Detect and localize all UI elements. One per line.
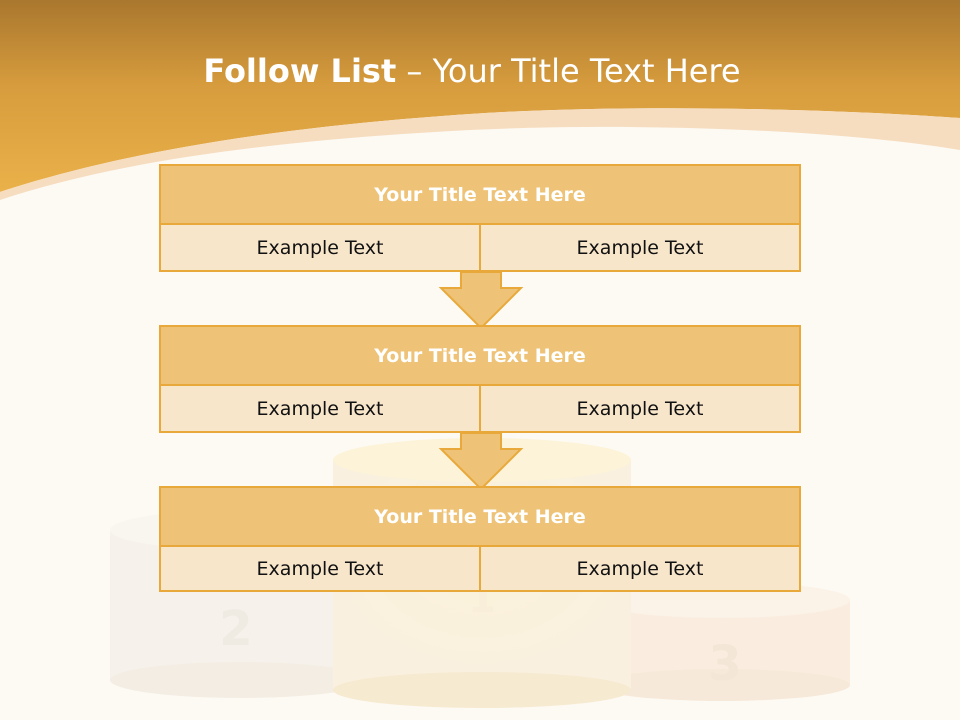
down-arrow-icon: [438, 432, 524, 491]
slide-title: Follow List – Your Title Text Here: [0, 52, 944, 90]
step-title-1: Your Title Text Here: [161, 166, 799, 225]
header-band: [0, 0, 960, 192]
step-block-2: Your Title Text Here Example Text Exampl…: [159, 325, 801, 433]
step-2-right-text: Example Text: [479, 386, 799, 431]
podium-label-2: 2: [219, 601, 252, 657]
step-3-right-text: Example Text: [479, 547, 799, 590]
step-title-2: Your Title Text Here: [161, 327, 799, 386]
slide-title-rest: – Your Title Text Here: [396, 52, 741, 90]
step-3-left-text: Example Text: [161, 547, 479, 590]
header-swoosh: [0, 108, 960, 200]
slide-title-bold: Follow List: [203, 52, 397, 90]
step-title-3: Your Title Text Here: [161, 488, 799, 547]
step-2-left-text: Example Text: [161, 386, 479, 431]
podium-label-3: 3: [708, 636, 741, 692]
step-1-left-text: Example Text: [161, 225, 479, 270]
down-arrow-icon: [438, 271, 524, 330]
step-block-1: Your Title Text Here Example Text Exampl…: [159, 164, 801, 272]
step-1-right-text: Example Text: [479, 225, 799, 270]
step-block-3: Your Title Text Here Example Text Exampl…: [159, 486, 801, 592]
